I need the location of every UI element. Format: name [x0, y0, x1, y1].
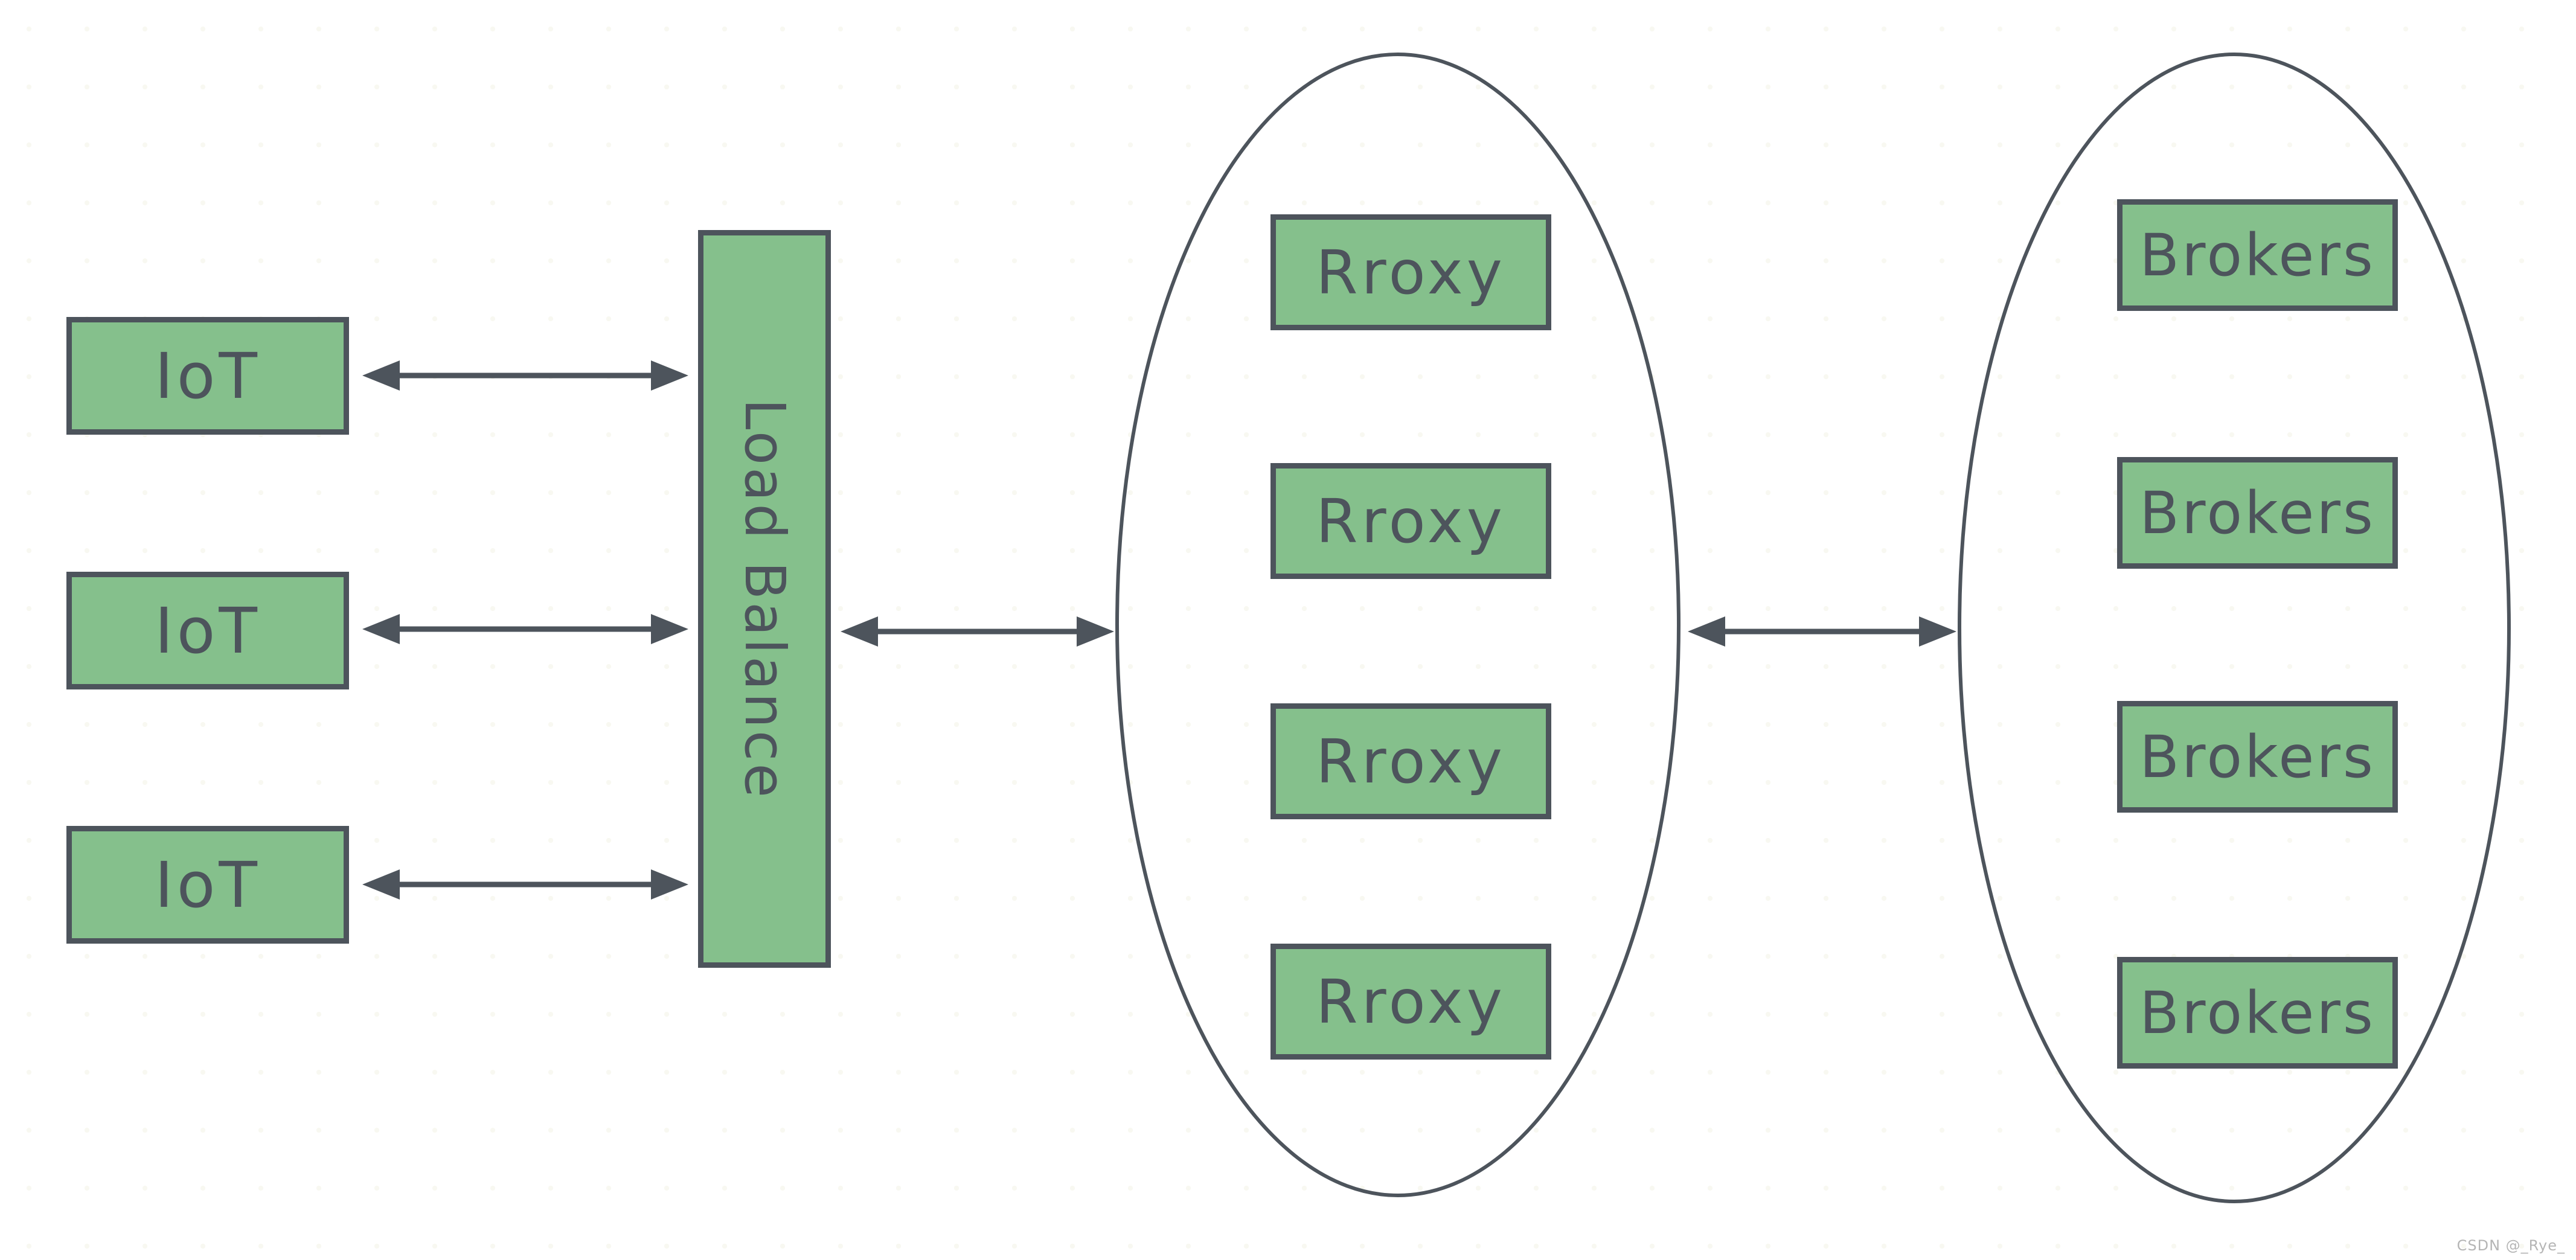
watermark: CSDN @_Rye_ [2456, 1237, 2565, 1254]
broker-node-1: Brokers [2117, 199, 2398, 311]
arrow-iot1-loadbalancer [362, 360, 688, 391]
iot-node-3: IoT [66, 826, 349, 944]
broker-node-4: Brokers [2117, 957, 2398, 1069]
broker-cluster-ellipse [1958, 53, 2511, 1203]
broker-node-3: Brokers [2117, 701, 2398, 813]
proxy-node-2-label: Rroxy [1316, 485, 1506, 557]
proxy-cluster-ellipse [1115, 53, 1680, 1197]
broker-node-2: Brokers [2117, 457, 2398, 569]
proxy-node-4: Rroxy [1270, 944, 1551, 1060]
broker-node-1-label: Brokers [2139, 221, 2376, 289]
broker-node-4-label: Brokers [2139, 979, 2376, 1047]
broker-node-2-label: Brokers [2139, 479, 2376, 547]
proxy-node-2: Rroxy [1270, 463, 1551, 579]
iot-node-1: IoT [66, 317, 349, 435]
iot-node-3-label: IoT [155, 848, 261, 922]
arrow-loadbalancer-proxycluster [841, 616, 1114, 647]
arrow-iot3-loadbalancer [362, 869, 688, 900]
load-balancer-node: Load Balance [698, 230, 831, 968]
arrow-iot2-loadbalancer [362, 614, 688, 644]
iot-node-2-label: IoT [155, 593, 261, 668]
proxy-node-1: Rroxy [1270, 214, 1551, 330]
proxy-node-3-label: Rroxy [1316, 726, 1506, 797]
proxy-node-4-label: Rroxy [1316, 966, 1506, 1037]
load-balancer-label: Load Balance [732, 398, 797, 800]
broker-node-3-label: Brokers [2139, 723, 2376, 791]
arrow-proxycluster-brokercluster [1688, 616, 1956, 647]
iot-node-2: IoT [66, 572, 349, 689]
proxy-node-3: Rroxy [1270, 703, 1551, 819]
proxy-node-1-label: Rroxy [1316, 237, 1506, 308]
iot-node-1-label: IoT [155, 339, 261, 413]
